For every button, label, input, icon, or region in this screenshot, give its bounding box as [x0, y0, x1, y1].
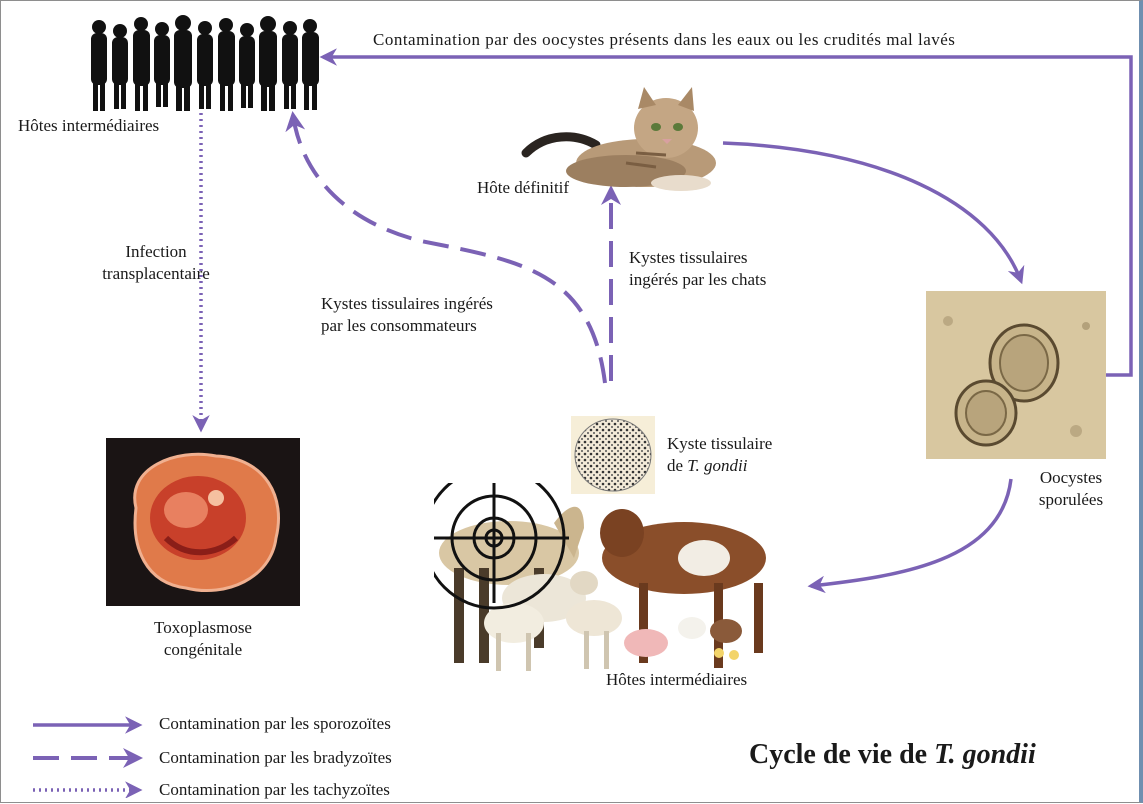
tissue-cyst-line2: de T. gondii — [667, 455, 772, 477]
oocysts-label: Oocystes sporulées — [1011, 467, 1131, 511]
title-prefix: Cycle de vie de — [749, 739, 935, 770]
legend-label-tachyzoites: Contamination par les tachyzoïtes — [159, 780, 390, 799]
page-title: Cycle de vie de T. gondii — [749, 739, 1036, 771]
infection-line1: Infection — [125, 242, 187, 261]
definitive-host-label: Hôte définitif — [477, 178, 570, 197]
legend-label-sporozoites: Contamination par les sporozoïtes — [159, 714, 391, 733]
arrow-cat-to-oocysts — [722, 141, 1025, 285]
kystes-cats-line1: Kystes tissulaires — [629, 248, 748, 267]
livestock-icon — [434, 483, 766, 671]
embryo-icon — [106, 438, 300, 606]
oocysts-line2: sporulées — [1038, 490, 1104, 509]
toxo-line1: Toxoplasmose — [154, 618, 252, 637]
contamination-oocysts-label: Contamination par des oocystes présents … — [373, 30, 956, 49]
kystes-consumers-label: Kystes tissulaires ingérés par les conso… — [321, 293, 493, 337]
arrow-cyst-to-humans — [285, 111, 607, 384]
tissue-cyst-label: Kyste tissulaire de T. gondii — [667, 433, 772, 477]
oocyst-micrograph-icon — [926, 291, 1106, 459]
kystes-consumers-line1: Kystes tissulaires ingérés — [321, 294, 493, 313]
cat-icon — [521, 87, 716, 191]
arrow-oocysts-to-livestock — [807, 478, 1013, 594]
intermediate-hosts-bottom-label: Hôtes intermédiaires — [606, 670, 748, 689]
arrow-oocysts-to-humans — [319, 48, 1133, 377]
infection-transplacental-label: Infection transplacentaire — [71, 241, 241, 285]
tissue-cyst-icon — [571, 416, 655, 494]
toxoplasmosis-label: Toxoplasmose congénitale — [113, 617, 293, 661]
tissue-cyst-species: T. gondii — [687, 456, 748, 475]
legend-symbols — [33, 716, 143, 798]
people-silhouette-icon — [91, 15, 319, 111]
crosshair-target-icon — [434, 483, 569, 610]
toxo-line2: congénitale — [163, 640, 243, 659]
oocysts-line1: Oocystes — [1039, 468, 1103, 487]
intermediate-hosts-top-label: Hôtes intermédiaires — [18, 116, 160, 135]
kystes-cats-line2: ingérés par les chats — [629, 270, 767, 289]
infection-line2: transplacentaire — [102, 264, 210, 283]
kystes-cats-label: Kystes tissulaires ingérés par les chats — [629, 247, 766, 291]
legend-label-bradyzoites: Contamination par les bradyzoïtes — [159, 748, 392, 767]
kystes-consumers-line2: par les consommateurs — [321, 316, 477, 335]
tissue-cyst-line1: Kyste tissulaire — [667, 434, 773, 453]
title-species: T. gondii — [934, 739, 1036, 770]
tissue-cyst-prefix: de — [667, 456, 688, 475]
